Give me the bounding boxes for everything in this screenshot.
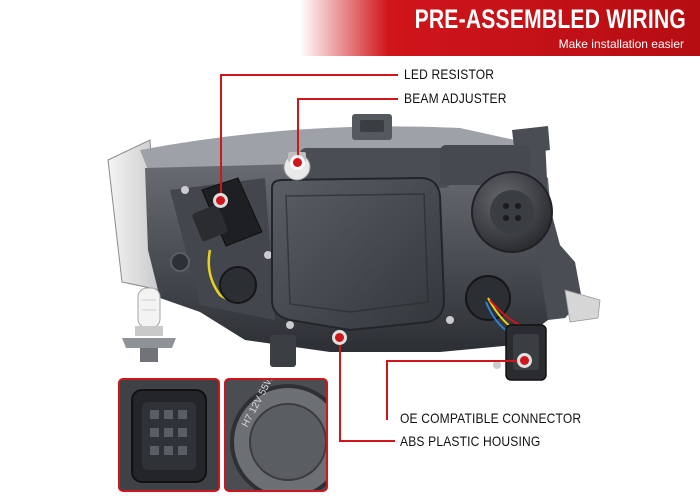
led-resistor-leader-v — [220, 74, 222, 200]
beam-adjuster-leader-h — [297, 98, 398, 100]
led-resistor-marker — [216, 196, 225, 205]
oe-connector-leader-h1 — [386, 360, 524, 362]
oe-connector-marker — [520, 356, 529, 365]
abs-housing-marker — [335, 333, 344, 342]
beam-adjuster-leader-v — [297, 98, 299, 160]
oe-connector-leader-v — [386, 360, 388, 420]
led-resistor-leader-h — [220, 74, 398, 76]
bulb-base-image — [226, 380, 326, 490]
abs-housing-leader-v — [339, 338, 341, 440]
oe-connector — [505, 324, 547, 381]
abs-housing-leader-h — [339, 440, 395, 442]
callout-oe-connector: OE COMPATIBLE CONNECTOR — [400, 410, 582, 426]
connector-closeup-image — [120, 380, 218, 490]
dust-cap — [471, 171, 553, 253]
h7-bulb — [122, 287, 176, 362]
callout-beam-adjuster: BEAM ADJUSTER — [404, 90, 507, 106]
beam-adjuster-marker — [293, 158, 302, 167]
banner-title: PRE-ASSEMBLED WIRING — [414, 4, 686, 34]
feature-banner: PRE-ASSEMBLED WIRING Make installation e… — [300, 0, 700, 56]
callout-led-resistor: LED RESISTOR — [404, 66, 495, 82]
banner-subtitle: Make installation easier — [558, 37, 684, 51]
callout-abs-housing: ABS PLASTIC HOUSING — [400, 433, 541, 449]
bulb-marking-inset: H7 12V 55W LOT — [224, 378, 328, 492]
connector-closeup-inset — [118, 378, 220, 492]
abs-rear-cover — [271, 176, 446, 332]
